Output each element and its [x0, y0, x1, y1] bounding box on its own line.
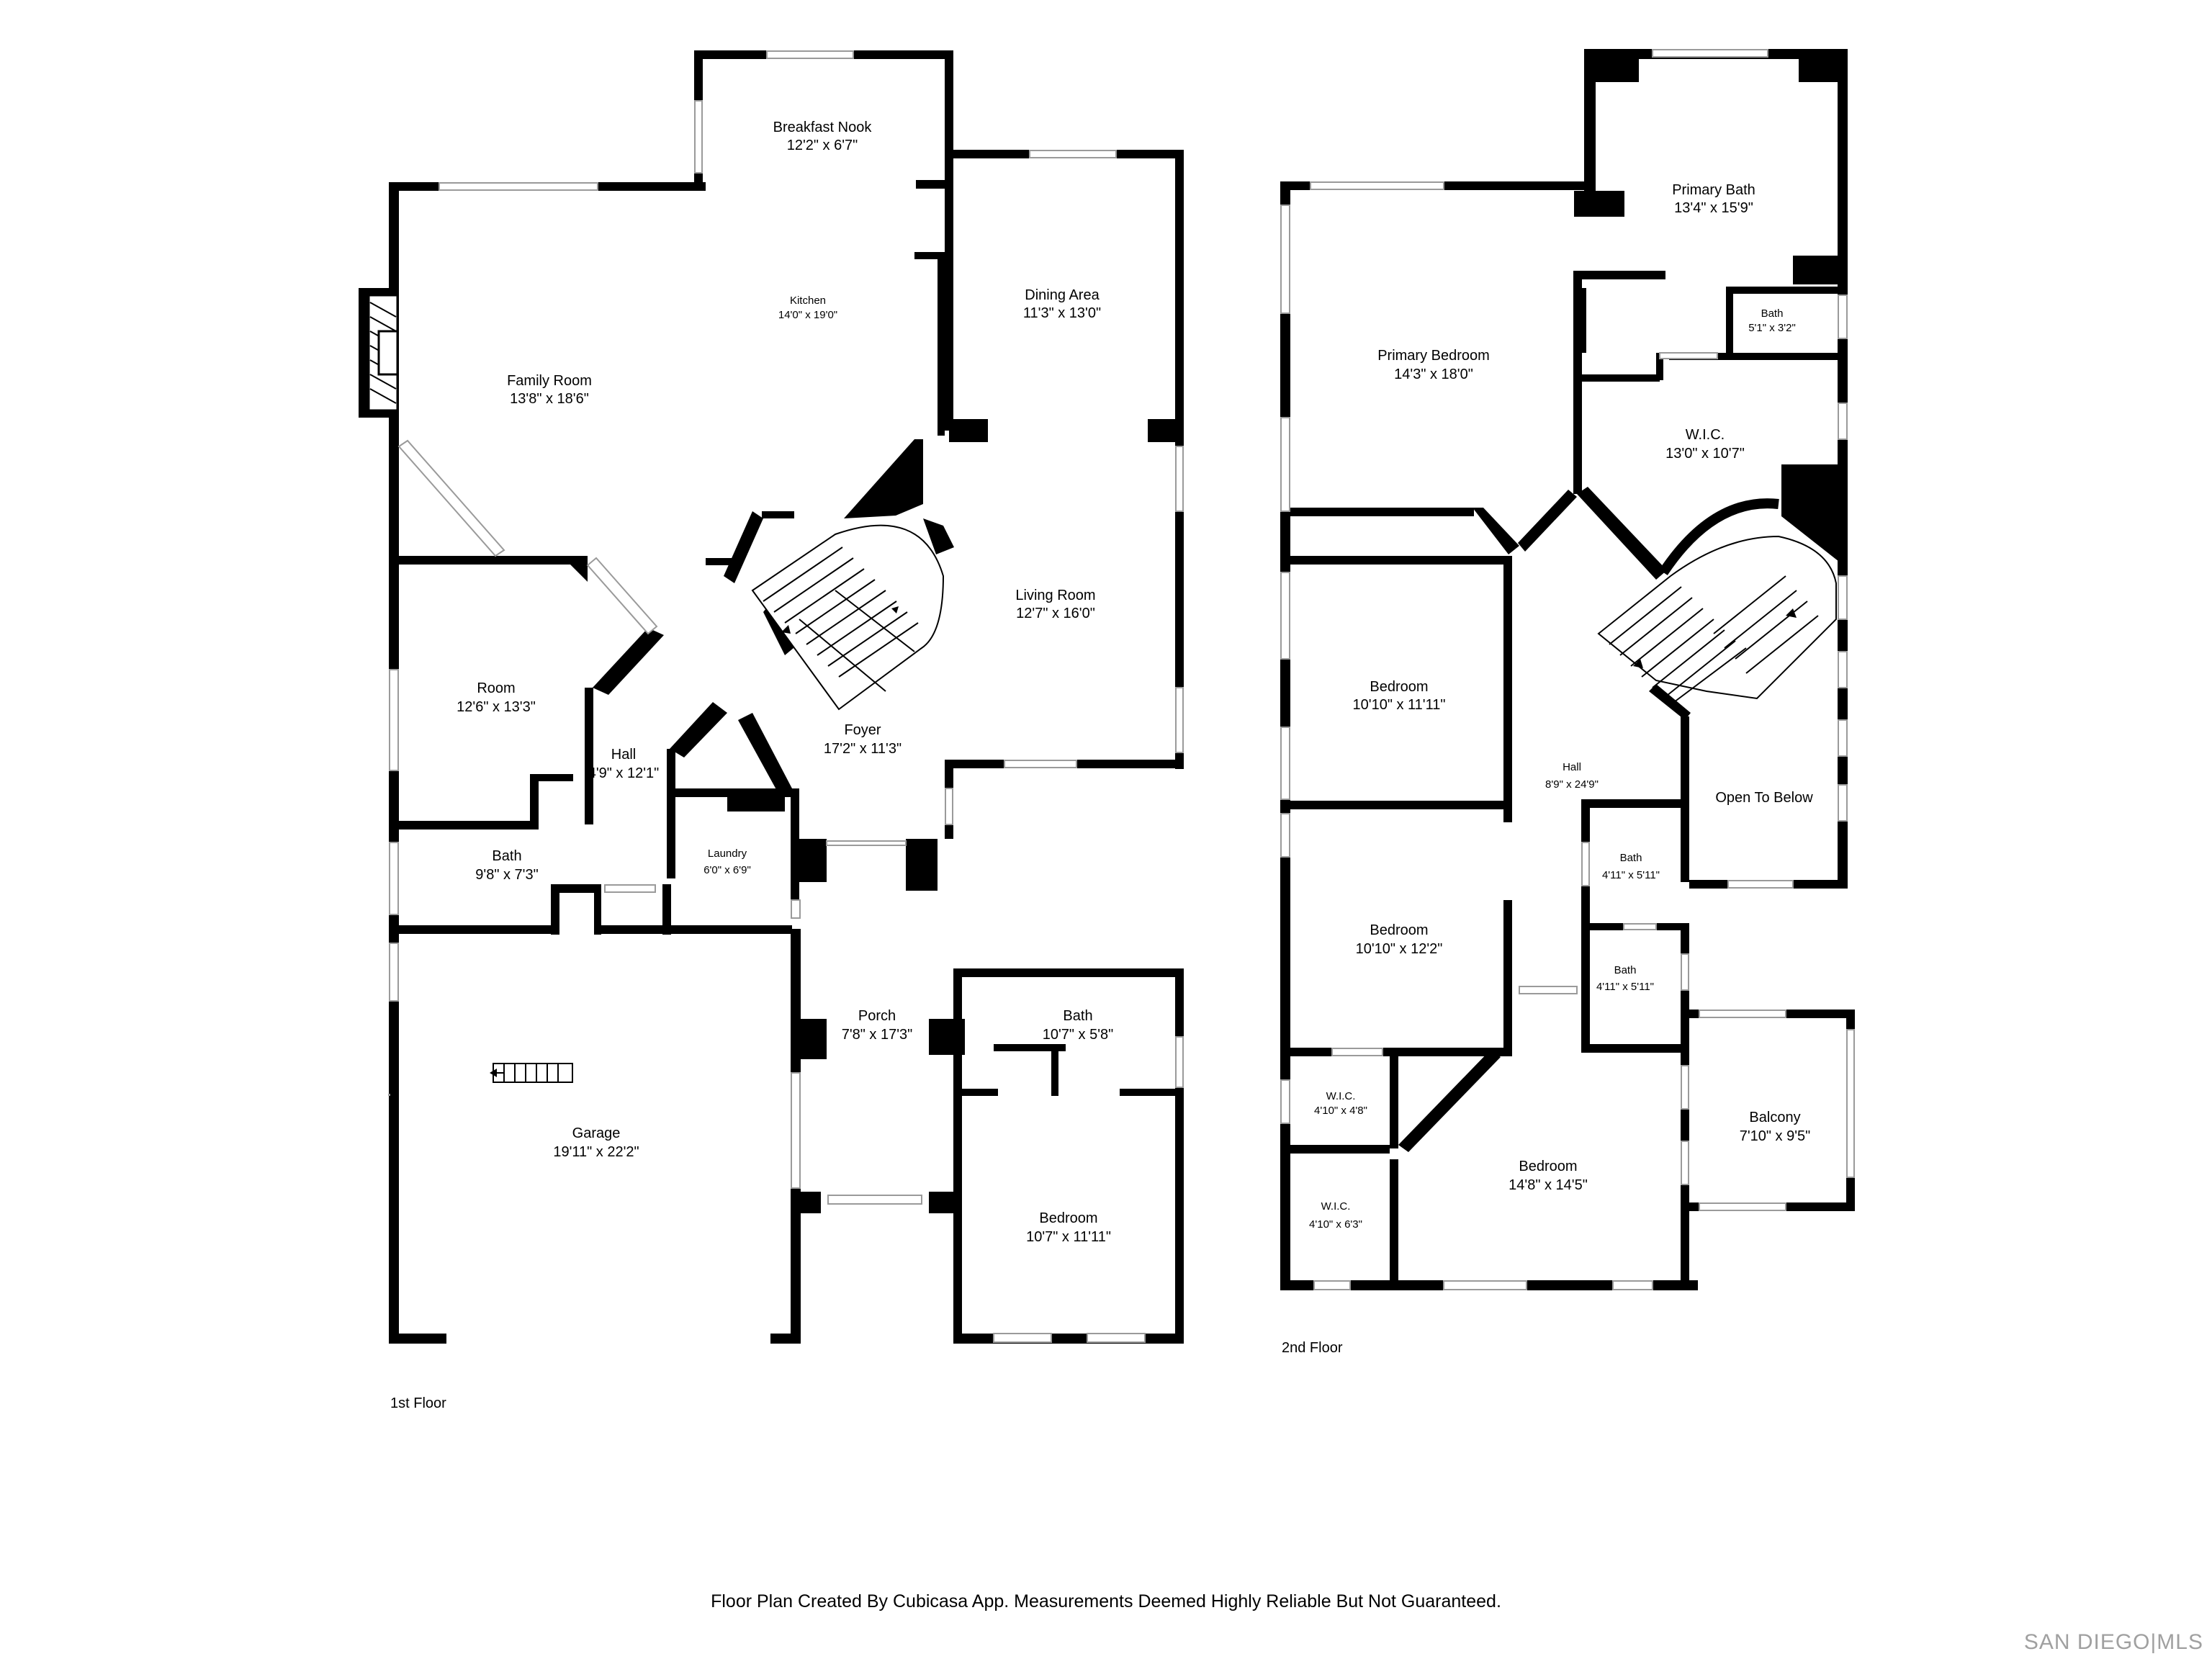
first-floor-walls [389, 50, 1184, 1344]
room-name: Living Room [1015, 588, 1095, 603]
room-dims: 10'10" x 11'11" [1353, 697, 1446, 713]
room-dims: 7'10" x 9'5" [1740, 1128, 1811, 1144]
room-name: W.I.C. [1326, 1090, 1356, 1102]
room-dims: 8'9" x 24'9" [1545, 778, 1599, 791]
room-name: Bath [1761, 307, 1784, 320]
room-name: Family Room [507, 373, 592, 389]
room-dims: 4'11" x 5'11" [1596, 981, 1654, 993]
room-name: Bedroom [1370, 679, 1428, 695]
first-floor-windows [388, 50, 1184, 1343]
room-dims: 17'2" x 11'3" [824, 741, 902, 757]
room-dims: 7'8" x 17'3" [842, 1027, 913, 1043]
room-name: Garage [572, 1125, 621, 1141]
second-floor-room-labels: Primary Bath 13'4" x 15'9" Bath 5'1" x 3… [1309, 182, 1813, 1231]
room-dims: 12'2" x 6'7" [787, 138, 858, 153]
room-name: Bath [1614, 964, 1637, 976]
room-dims: 14'8" x 14'5" [1509, 1177, 1588, 1193]
first-floor-openings [397, 100, 907, 846]
room-name: Hall [1563, 761, 1581, 773]
disclaimer-text: Floor Plan Created By Cubicasa App. Meas… [711, 1591, 1501, 1611]
first-floor-stairs-icon [751, 524, 945, 711]
watermark-logo: SAN DIEGO|MLS [2023, 1630, 2203, 1654]
room-name: Bath [492, 848, 521, 864]
room-dims: 4'10" x 6'3" [1309, 1218, 1362, 1231]
room-dims: 13'8" x 18'6" [510, 391, 589, 407]
room-dims: 4'10" x 4'8" [1314, 1105, 1367, 1117]
room-dims: 10'7" x 11'11" [1026, 1229, 1111, 1245]
room-name: Balcony [1749, 1110, 1800, 1125]
room-name: Bath [1620, 852, 1642, 864]
second-floor-plan: 2nd Floor [1280, 49, 1855, 1356]
room-name: Laundry [708, 848, 747, 860]
room-dims: 10'7" x 5'8" [1043, 1027, 1114, 1043]
second-floor-stairs-icon [1597, 535, 1837, 703]
room-dims: 5'1" x 3'2" [1748, 322, 1796, 334]
room-dims: 11'3" x 13'0" [1023, 305, 1101, 321]
room-name: Foyer [844, 722, 881, 738]
room-dims: 10'10" x 12'2" [1356, 941, 1443, 957]
garage-stairs-icon [490, 1063, 573, 1083]
first-floor-room-labels: Breakfast Nook 12'2" x 6'7" Kitchen 14'0… [457, 120, 1113, 1245]
room-dims: 9'8" x 7'3" [475, 867, 538, 883]
room-dims: 12'6" x 13'3" [457, 699, 536, 715]
room-dims: 4'9" x 12'1" [588, 765, 660, 781]
second-floor-windows [1280, 49, 1855, 1290]
room-name: W.I.C. [1686, 427, 1725, 443]
room-name: W.I.C. [1321, 1200, 1351, 1213]
room-name: Kitchen [790, 295, 826, 307]
room-dims: 13'0" x 10'7" [1665, 446, 1745, 462]
fireplace-icon [359, 288, 399, 418]
first-floor-plan: 1st Floor [359, 50, 1184, 1411]
first-floor-label: 1st Floor [390, 1395, 446, 1411]
room-name: Bedroom [1039, 1210, 1097, 1226]
room-name: Open To Below [1715, 790, 1813, 806]
room-name: Bedroom [1519, 1159, 1577, 1174]
room-dims: 14'0" x 19'0" [778, 309, 837, 321]
room-name: Dining Area [1025, 287, 1100, 303]
room-name: Bedroom [1370, 922, 1428, 938]
room-dims: 4'11" x 5'11" [1602, 869, 1660, 881]
room-dims: 19'11" x 22'2" [553, 1144, 639, 1160]
room-name: Breakfast Nook [773, 120, 873, 135]
room-name: Porch [858, 1008, 896, 1024]
room-dims: 6'0" x 6'9" [703, 864, 751, 876]
room-name: Bath [1063, 1008, 1092, 1024]
room-dims: 14'3" x 18'0" [1394, 367, 1473, 382]
room-name: Room [477, 680, 515, 696]
room-dims: 12'7" x 16'0" [1016, 606, 1095, 621]
room-dims: 13'4" x 15'9" [1674, 200, 1753, 216]
room-name: Primary Bath [1672, 182, 1755, 198]
room-name: Primary Bedroom [1377, 348, 1490, 364]
room-name: Hall [611, 747, 636, 763]
second-floor-label: 2nd Floor [1282, 1340, 1343, 1356]
